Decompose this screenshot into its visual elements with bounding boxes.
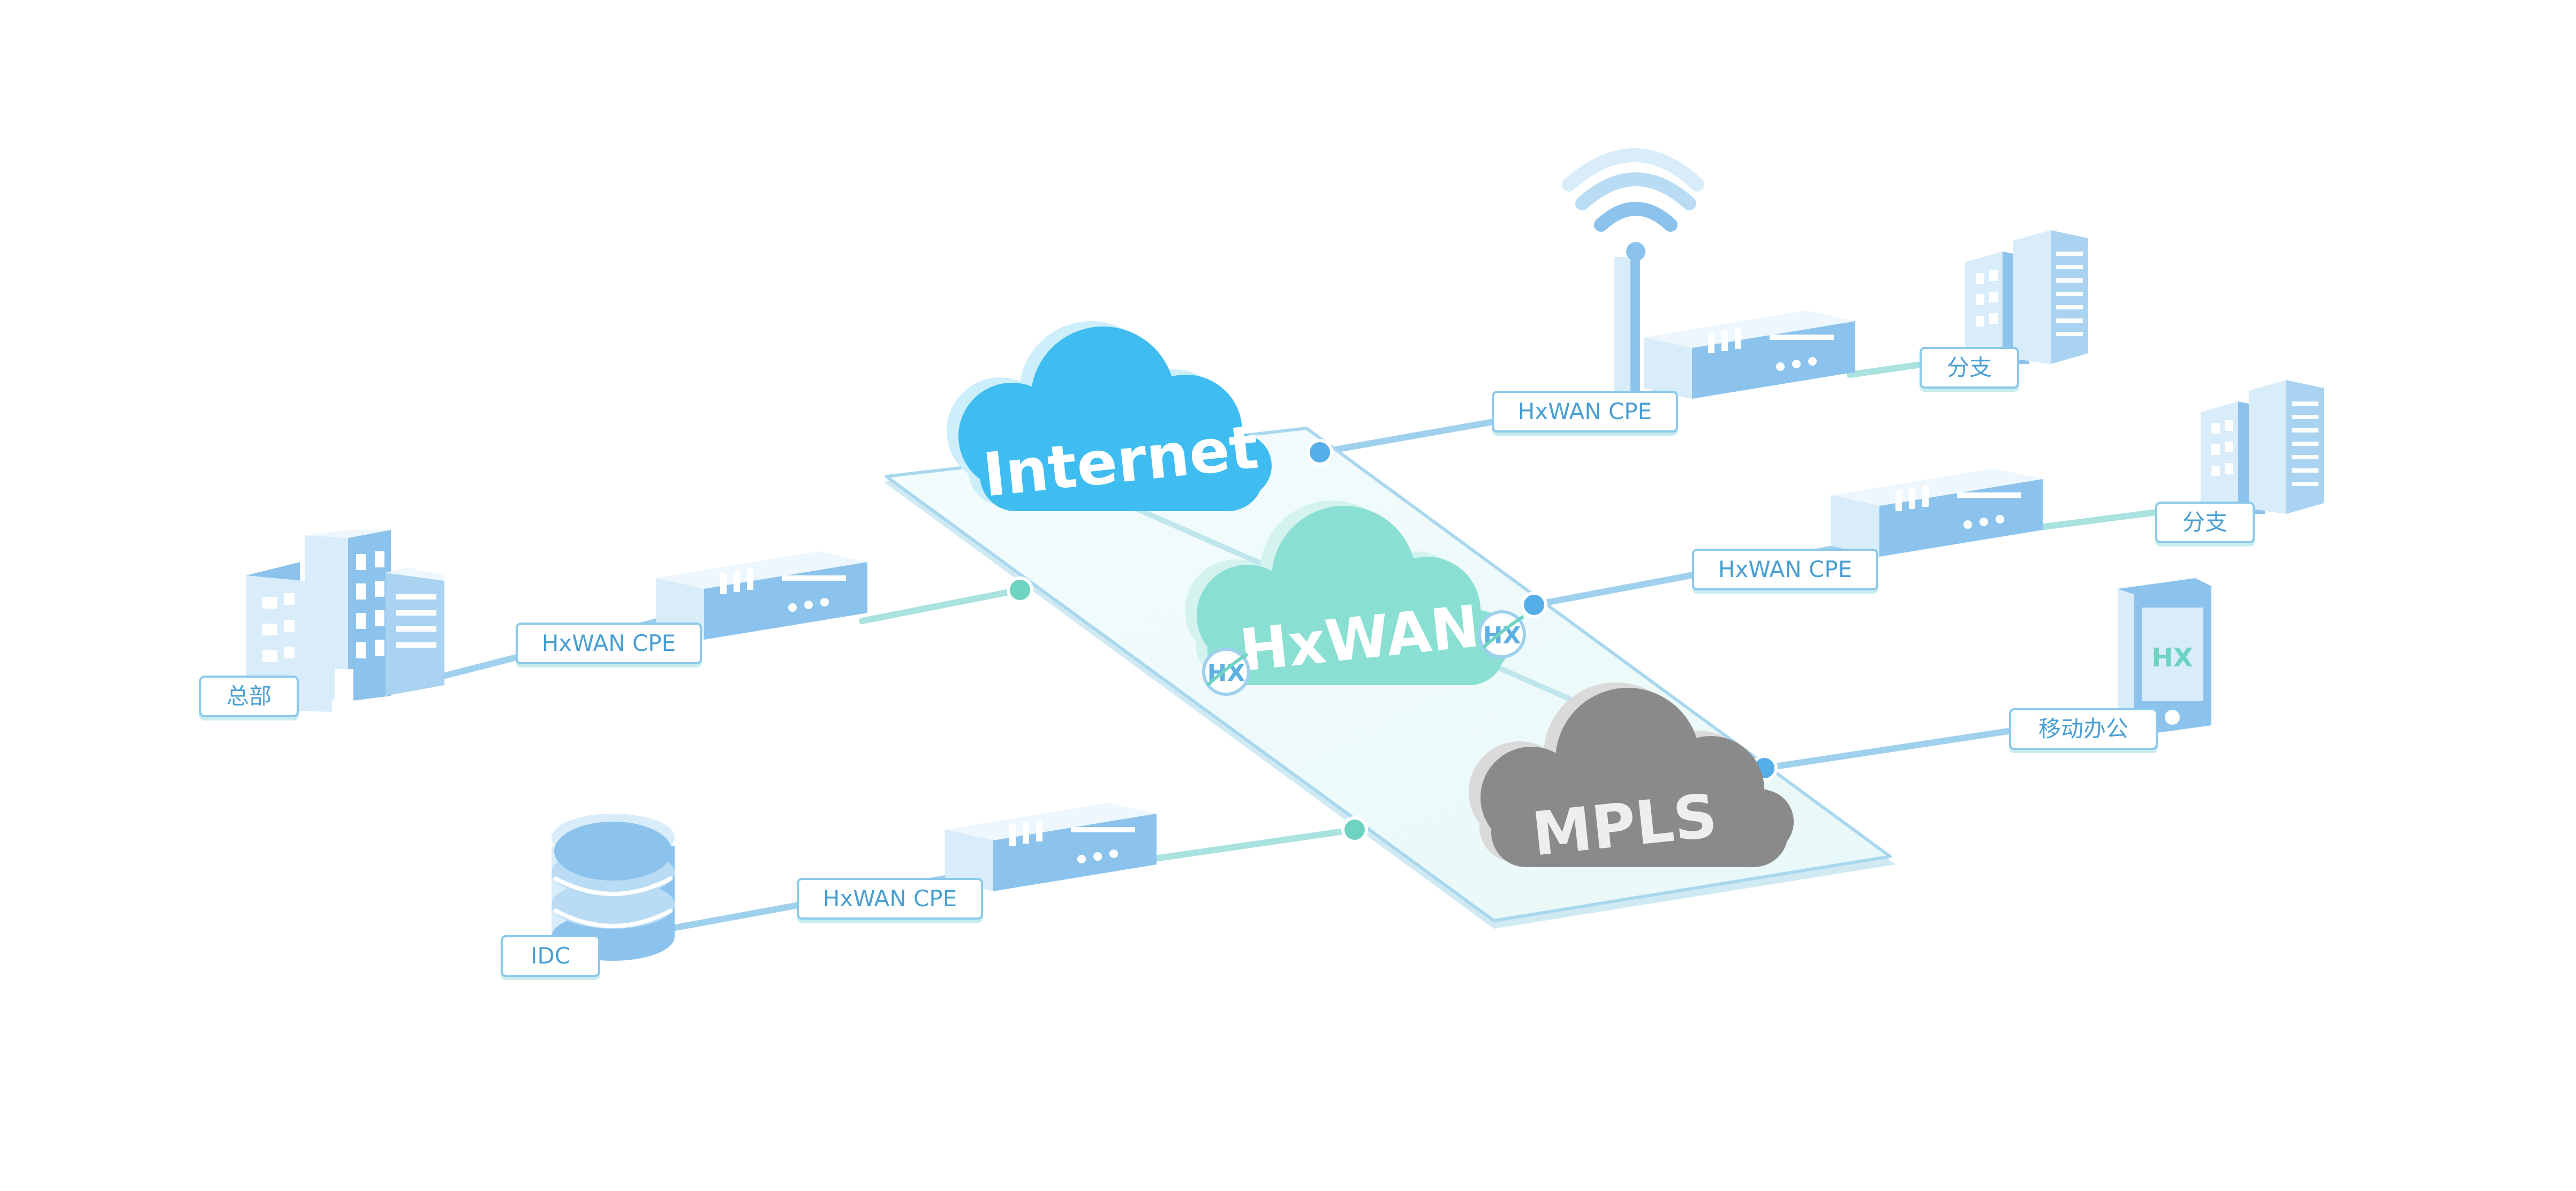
hx-badge-left: HX <box>1202 648 1250 696</box>
cpe-branch-mid-label: HxWAN CPE <box>1692 549 1878 590</box>
branch-top-building-icon <box>1965 230 2088 369</box>
cpe-device-idc-icon <box>945 803 1157 891</box>
mobile-office-label: 移动办公 <box>2009 708 2158 750</box>
cpe-hq-label: HxWAN CPE <box>516 623 702 664</box>
cpe-device-branch-top-icon <box>1644 310 1855 399</box>
dot-hq <box>1007 576 1033 603</box>
mpls-cloud: MPLS <box>1469 682 1794 870</box>
dot-branch-mid <box>1521 591 1547 618</box>
phone-hx-logo: HX <box>2151 643 2193 673</box>
branch-mid-label: 分支 <box>2155 502 2255 543</box>
cpe-branch-top-label: HxWAN CPE <box>1492 391 1678 433</box>
link-platform-mobile <box>1761 725 2033 771</box>
cpe-idc-label: HxWAN CPE <box>797 878 983 920</box>
dot-branch-top <box>1306 439 1333 466</box>
wireless-antenna-icon <box>1562 148 1704 391</box>
mobile-phone-icon: HX <box>2118 578 2211 736</box>
dot-idc <box>1341 816 1368 843</box>
cpe-device-branch-mid-icon <box>1831 468 2043 557</box>
hx-badge-left-text: HX <box>1207 659 1245 687</box>
link-cpe-platform-idc <box>1148 826 1358 862</box>
branch-top-label: 分支 <box>1920 347 2019 389</box>
hxwan-cloud: HxWAN HX HX <box>1185 500 1526 696</box>
internet-cloud: Internet <box>947 321 1272 511</box>
hx-badge-right-text: HX <box>1483 622 1521 649</box>
link-cpe-platform-hq <box>859 587 1023 624</box>
connection-lines <box>436 353 2209 932</box>
idc-label: IDC <box>501 935 600 977</box>
hx-badge-right: HX <box>1478 610 1526 658</box>
idc-database-icon <box>552 814 675 961</box>
branch-mid-building-icon <box>2201 380 2324 519</box>
headquarters-building-icon <box>246 530 444 712</box>
headquarters-label: 总部 <box>199 676 299 717</box>
